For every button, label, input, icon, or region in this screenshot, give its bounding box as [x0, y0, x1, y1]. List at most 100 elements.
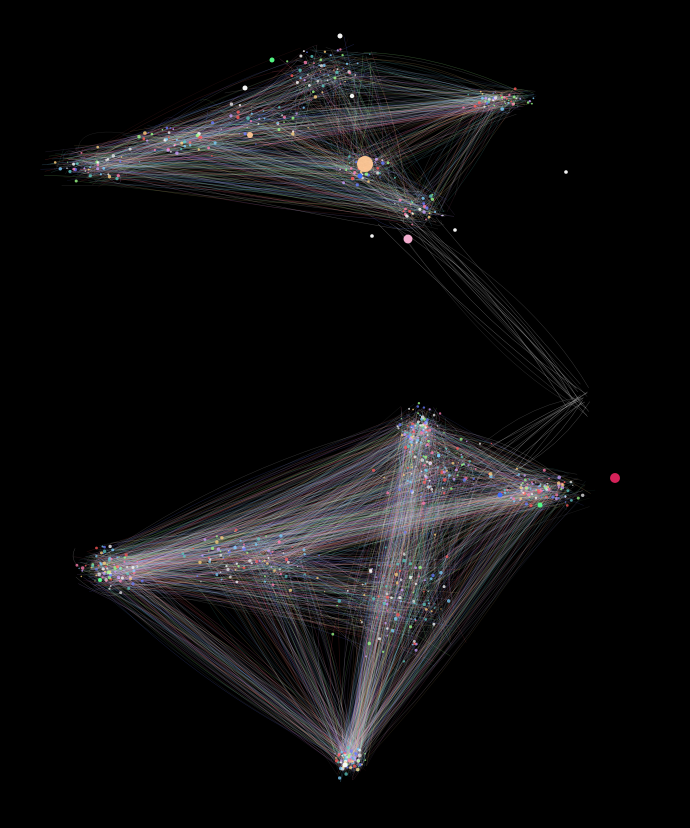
graph-edge	[240, 460, 415, 568]
graph-edge	[226, 143, 445, 207]
graph-edge	[390, 491, 541, 564]
graph-edge	[102, 172, 122, 184]
graph-edge	[413, 458, 501, 487]
graph-node	[215, 540, 219, 544]
graph-node	[66, 167, 68, 169]
graph-edge	[168, 137, 356, 166]
graph-edge	[82, 119, 277, 175]
graph-edge	[180, 142, 336, 166]
graph-edge	[87, 462, 453, 572]
graph-edge	[100, 173, 426, 223]
graph-edge	[270, 113, 415, 190]
graph-node	[566, 489, 570, 493]
graph-node	[265, 535, 267, 537]
graph-edge	[348, 506, 557, 769]
graph-node	[102, 572, 106, 575]
graph-edge	[291, 60, 309, 120]
graph-node	[510, 496, 513, 499]
graph-node	[279, 534, 283, 538]
graph-edge	[283, 557, 292, 561]
graph-node	[168, 136, 170, 139]
graph-edge	[133, 140, 405, 213]
graph-edge	[357, 494, 551, 762]
graph-edge	[227, 53, 306, 135]
graph-edge	[345, 484, 419, 752]
graph-edge	[83, 165, 357, 167]
graph-edge	[341, 84, 470, 101]
graph-edge	[118, 172, 344, 179]
graph-edge	[427, 103, 519, 205]
graph-edge	[99, 143, 160, 173]
graph-node	[269, 552, 272, 555]
graph-node	[385, 602, 389, 606]
graph-edge	[413, 476, 481, 600]
graph-edge	[87, 461, 464, 566]
graph-node	[283, 115, 286, 119]
graph-node	[418, 575, 420, 578]
graph-edge	[238, 472, 460, 548]
graph-edge	[98, 587, 366, 771]
graph-edge	[41, 104, 503, 166]
graph-edge	[195, 549, 386, 623]
graph-node	[540, 496, 543, 499]
graph-edge	[99, 155, 353, 165]
graph-edge	[178, 141, 401, 205]
graph-node	[460, 455, 464, 459]
graph-edge	[171, 92, 516, 142]
graph-node	[254, 543, 258, 546]
graph-edge	[427, 109, 494, 204]
graph-edge	[332, 76, 482, 95]
graph-edge	[262, 551, 357, 756]
graph-edge	[236, 102, 526, 143]
graph-edge	[347, 444, 436, 764]
graph-edge	[283, 99, 503, 127]
graph-edge	[319, 38, 349, 57]
graph-edge	[242, 431, 422, 582]
graph-node	[424, 426, 427, 429]
graph-edge	[401, 418, 529, 495]
graph-edge	[348, 93, 491, 164]
graph-node	[462, 106, 465, 109]
graph-edge	[225, 136, 431, 212]
graph-edge	[299, 72, 373, 165]
graph-edge	[370, 170, 378, 173]
graph-edge	[345, 422, 429, 763]
graph-edge	[411, 470, 460, 597]
graph-node	[468, 460, 472, 463]
graph-edge	[418, 426, 449, 473]
graph-edge	[322, 76, 431, 205]
graph-node	[360, 621, 363, 624]
graph-node	[402, 660, 406, 663]
graph-edge	[167, 140, 409, 157]
graph-node	[116, 174, 120, 178]
graph-edge	[241, 429, 426, 569]
graph-edge	[349, 486, 541, 759]
graph-node	[105, 565, 107, 568]
graph-edge	[114, 144, 195, 168]
graph-edge	[356, 419, 415, 754]
graph-edge	[99, 154, 111, 171]
graph-edge	[423, 431, 545, 479]
graph-edge	[101, 118, 225, 162]
graph-edge	[260, 125, 331, 162]
graph-node	[493, 476, 495, 478]
graph-node	[123, 560, 126, 564]
graph-edge	[365, 55, 401, 217]
graph-edge	[287, 551, 349, 770]
graph-node	[405, 437, 408, 440]
graph-node	[548, 477, 550, 480]
graph-edge	[54, 154, 394, 216]
graph-edge	[291, 55, 323, 144]
graph-node	[442, 478, 447, 482]
graph-node	[522, 487, 524, 489]
graph-node	[390, 596, 393, 600]
graph-node	[375, 576, 378, 578]
graph-node	[119, 160, 122, 163]
graph-edge	[77, 73, 318, 166]
graph-edge	[113, 95, 523, 167]
graph-edge	[208, 70, 373, 130]
graph-edge	[215, 568, 346, 762]
graph-node	[331, 632, 335, 636]
graph-node	[403, 433, 407, 436]
graph-edge	[278, 63, 328, 141]
